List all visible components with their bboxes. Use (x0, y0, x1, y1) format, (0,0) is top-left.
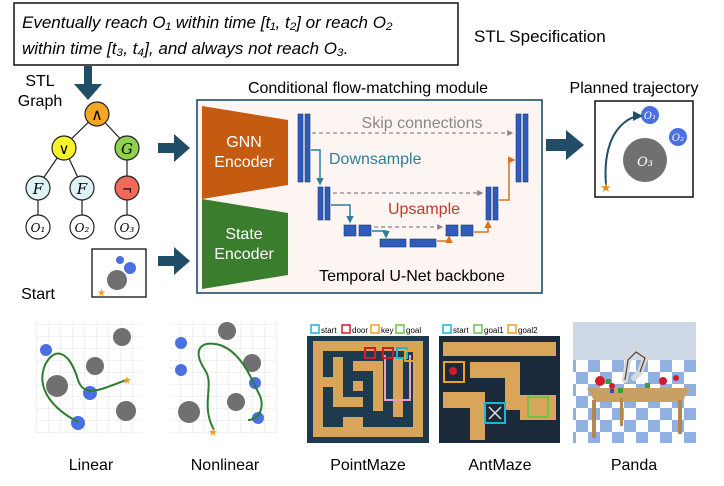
svg-text:F: F (32, 180, 44, 198)
env-panda-image (573, 322, 696, 443)
graph-label-line1: STL (25, 73, 54, 90)
graph-node-and: ∧ (84, 101, 110, 127)
trajectory-start-star-icon: ★ (600, 180, 612, 195)
start-map-obstacle (107, 270, 127, 290)
state-encoder-label-1: State (225, 226, 262, 243)
graph-node-or: ∨ (51, 135, 77, 161)
antmaze-legend-goal2: goal2 (518, 326, 538, 335)
svg-text:★: ★ (208, 427, 218, 439)
graph-node-globally: G (114, 135, 140, 161)
upsample-label: Upsample (388, 201, 460, 218)
env-pointmaze-label: PointMaze (330, 457, 406, 474)
state-encoder-label-2: Encoder (214, 246, 274, 263)
unet-dec-3a (445, 224, 459, 237)
antmaze-legend-start: start (453, 326, 469, 335)
spec-to-graph-arrow (74, 66, 102, 100)
antmaze-legend-goal1: goal1 (484, 326, 504, 335)
svg-text:G: G (121, 140, 133, 158)
gnn-encoder (202, 106, 288, 199)
unet-enc-1a (297, 113, 304, 183)
trajectory-obstacle-o3 (623, 138, 667, 182)
backbone-label: Temporal U-Net backbone (319, 268, 505, 285)
env-linear-label: Linear (69, 457, 114, 474)
spec-line-1: Eventually reach O₁ within time [t₁, t₂]… (22, 13, 393, 32)
unet-enc-2b (324, 186, 331, 221)
unet-dec-3b (460, 224, 474, 237)
spec-label: STL Specification (474, 27, 606, 46)
graph-node-not: ¬ (114, 175, 140, 201)
unet-dec-2b (492, 186, 499, 221)
downsample-label: Downsample (329, 151, 422, 168)
graph-node-o2: O₂ (69, 214, 95, 240)
svg-text:∧: ∧ (91, 107, 103, 124)
env-pointmaze-image: start door key goal (307, 322, 429, 443)
unet-dec-1a (515, 113, 522, 183)
trajectory-goal-o2 (669, 128, 687, 146)
env-antmaze-image: start goal1 goal2 (439, 322, 560, 443)
svg-text:★: ★ (122, 375, 132, 387)
graph-to-module-arrow (158, 134, 190, 162)
unet-dec-1b (522, 113, 529, 183)
unet-enc-3a (343, 224, 357, 237)
skip-connection-lines (312, 130, 514, 230)
graph-node-eventually-2: F (69, 175, 95, 201)
graph-node-eventually-1: F (25, 175, 51, 201)
svg-text:¬: ¬ (122, 181, 131, 198)
unet-bottleneck-1 (379, 238, 407, 248)
unet-enc-2a (317, 186, 324, 221)
pointmaze-legend-door: door (352, 326, 368, 335)
pointmaze-legend-start: start (321, 326, 337, 335)
env-antmaze-label: AntMaze (468, 457, 531, 474)
trajectory-goal-o1 (641, 106, 659, 124)
start-to-module-arrow (158, 247, 190, 275)
trajectory-o2-label: O₂ (672, 133, 684, 144)
unet-enc-1b (304, 113, 311, 183)
svg-text:O₃: O₃ (120, 221, 135, 235)
start-label: Start (21, 286, 55, 303)
upsample-arrows (437, 156, 516, 243)
module-title: Conditional flow-matching module (248, 80, 488, 97)
trajectory-o3-label: O₃ (637, 155, 653, 170)
pointmaze-legend-key: key (381, 326, 393, 335)
svg-text:O₂: O₂ (75, 221, 90, 235)
env-panda-label: Panda (611, 457, 657, 474)
gnn-encoder-label-2: Encoder (214, 154, 274, 171)
unet-blocks (297, 113, 529, 248)
gnn-encoder-label-1: GNN (226, 134, 262, 151)
graph-label-line2: Graph (18, 93, 62, 110)
env-nonlinear-label: Nonlinear (191, 457, 260, 474)
spec-box (13, 2, 459, 66)
svg-text:∨: ∨ (59, 141, 70, 158)
trajectory-o1-label: O₁ (644, 111, 656, 122)
unet-bottleneck-2 (409, 238, 437, 248)
trajectory-path (604, 111, 643, 186)
downsample-arrows (311, 149, 390, 239)
env-nonlinear-image: ★ (170, 322, 277, 439)
svg-text:F: F (76, 180, 88, 198)
unet-enc-3b (358, 224, 372, 237)
svg-text:O₁: O₁ (31, 221, 46, 235)
unet-dec-2a (485, 186, 492, 221)
pointmaze-legend-goal: goal (406, 326, 421, 335)
trajectory-title: Planned trajectory (570, 80, 699, 97)
module-to-trajectory-arrow (546, 130, 584, 160)
start-map-goal-2 (116, 256, 124, 264)
env-linear-image: ★ (35, 322, 142, 434)
spec-line-2: within time [t₃, t₄], and always not rea… (22, 39, 348, 58)
start-map-goal-1 (124, 262, 136, 274)
graph-node-o1: O₁ (25, 214, 51, 240)
graph-edges (37, 113, 128, 225)
graph-node-o3: O₃ (114, 214, 140, 240)
start-map-star-icon: ★ (97, 288, 106, 299)
skip-label: Skip connections (362, 115, 483, 132)
state-encoder (202, 199, 288, 289)
